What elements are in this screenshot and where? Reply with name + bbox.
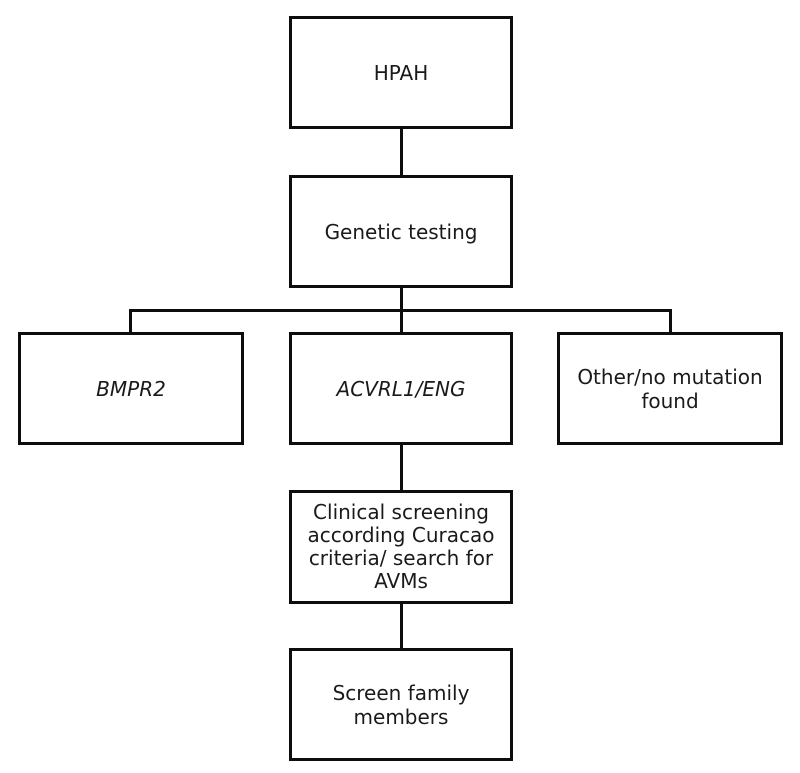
node-hpah: HPAH	[289, 16, 513, 129]
connector-clinical-screening-to-screen-family	[400, 602, 403, 650]
node-other-no-mutation: Other/no mutation found	[557, 332, 783, 445]
node-screen-family-members-label: Screen family members	[332, 680, 470, 729]
node-acvrl1-eng: ACVRL1/ENG	[289, 332, 513, 445]
connector-branch-to-acvrl1-eng	[400, 309, 403, 333]
node-genetic-testing: Genetic testing	[289, 175, 513, 288]
node-bmpr2-label: BMPR2	[96, 376, 166, 401]
connector-genetic-testing-down	[400, 287, 403, 311]
node-other-no-mutation-label: Other/no mutation found	[577, 364, 763, 413]
connector-hpah-to-genetic-testing	[400, 127, 403, 175]
connector-branch-to-other	[669, 309, 672, 333]
node-screen-family-members: Screen family members	[289, 648, 513, 761]
node-acvrl1-eng-label: ACVRL1/ENG	[336, 376, 466, 401]
node-clinical-screening-label: Clinical screening according Curacao cri…	[307, 500, 495, 593]
node-clinical-screening: Clinical screening according Curacao cri…	[289, 490, 513, 604]
connector-branch-to-bmpr2	[129, 309, 132, 333]
node-genetic-testing-label: Genetic testing	[324, 219, 478, 244]
connector-acvrl1-eng-to-clinical-screening	[400, 443, 403, 492]
node-bmpr2: BMPR2	[18, 332, 244, 445]
node-hpah-label: HPAH	[373, 60, 429, 85]
